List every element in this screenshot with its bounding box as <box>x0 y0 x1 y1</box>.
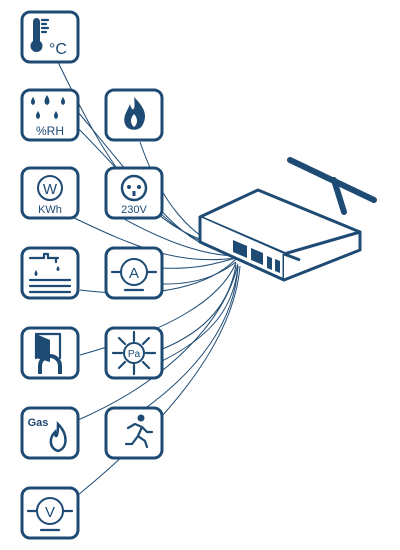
port-2 <box>251 248 263 265</box>
door-contact-icon <box>20 326 80 380</box>
temperature-label: °C <box>49 41 67 58</box>
power-meter-label: KWh <box>38 204 62 216</box>
pressure-symbol: Pa <box>128 349 141 360</box>
voltmeter-icon: V <box>20 486 80 540</box>
power-meter-icon: W KWh <box>20 166 80 220</box>
socket-label: 230V <box>121 204 147 216</box>
port-1 <box>233 240 247 258</box>
antenna-mast <box>331 177 347 215</box>
monitoring-device <box>198 157 377 282</box>
port-3 <box>267 256 272 270</box>
power-socket-icon: 230V <box>104 166 164 220</box>
power-meter-symbol: W <box>43 181 58 198</box>
humidity-drops-icon: %RH <box>20 88 80 142</box>
ammeter-icon: A <box>104 246 164 300</box>
gas-flame-icon: Gas <box>20 406 80 460</box>
thermometer-icon: °C <box>20 10 80 64</box>
running-person-icon <box>104 406 164 460</box>
humidity-label: %RH <box>36 124 64 138</box>
ammeter-symbol: A <box>129 265 139 282</box>
water-leak-icon <box>20 246 80 300</box>
fire-icon <box>104 88 164 142</box>
gas-label: Gas <box>28 417 49 429</box>
device-side <box>283 230 362 282</box>
pressure-sensor-icon: Pa <box>104 326 164 380</box>
voltmeter-symbol: V <box>45 504 55 521</box>
port-4 <box>275 259 280 273</box>
